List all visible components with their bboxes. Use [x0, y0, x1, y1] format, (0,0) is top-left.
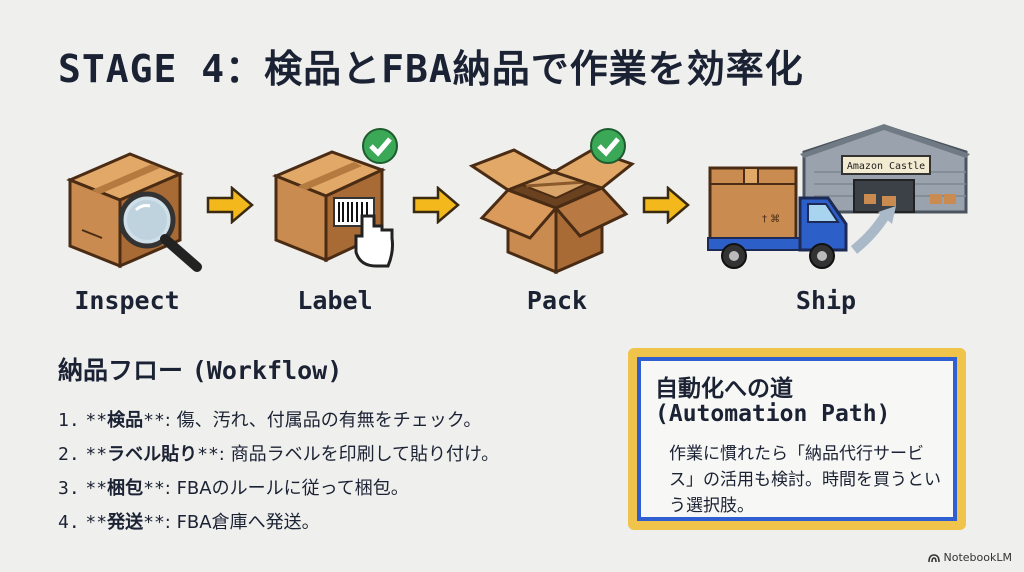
- list-item: 2. **ラベル貼り**: 商品ラベルを印刷して貼り付け。: [58, 438, 499, 472]
- item-bold: 梱包: [107, 478, 144, 499]
- markdown-stars: **: [85, 478, 108, 499]
- automation-callout-inner: 自動化への道 (Automation Path) 作業に慣れたら「納品代行サービ…: [637, 357, 957, 521]
- step-label-pack: Pack: [526, 286, 588, 315]
- markdown-stars: **: [143, 512, 165, 533]
- warehouse-sign: Amazon Castle: [847, 161, 925, 172]
- box-magnifier-icon: [66, 152, 202, 272]
- item-text: : 商品ラベルを印刷して貼り付け。: [218, 444, 500, 465]
- workflow-heading: 納品フロー (Workflow): [58, 351, 342, 387]
- watermark-text: NotebookLM: [943, 551, 1012, 564]
- step-label-inspect: Inspect: [74, 286, 180, 315]
- markdown-stars: **: [85, 444, 108, 465]
- automation-body: 作業に慣れたら「納品代行サービス」の活用も検討。時間を買うという選択肢。: [669, 444, 941, 516]
- markdown-stars: **: [143, 478, 165, 499]
- item-bold: 検品: [107, 410, 144, 431]
- truck-warehouse-icon: Amazon Castle † ⌘: [707, 124, 970, 269]
- item-text: : 傷、汚れ、付属品の有無をチェック。: [164, 410, 482, 431]
- markdown-stars: **: [197, 444, 219, 465]
- automation-callout: 自動化への道 (Automation Path) 作業に慣れたら「納品代行サービ…: [628, 348, 966, 530]
- workflow-heading-jp: 納品フロー: [58, 356, 184, 385]
- workflow-heading-en: (Workflow): [191, 356, 343, 385]
- box-barcode-icon: [272, 128, 398, 268]
- arrow-right-icon: [412, 186, 460, 224]
- svg-text:† ⌘: † ⌘: [762, 214, 780, 225]
- notebooklm-watermark: NotebookLM: [927, 551, 1012, 564]
- step-label-ship: Ship: [795, 286, 857, 315]
- item-number: 4.: [58, 512, 80, 533]
- notebooklm-logo-icon: [927, 553, 940, 562]
- arrow-right-icon: [206, 186, 254, 224]
- step-label-label: Label: [297, 286, 373, 315]
- automation-title-jp: 自動化への道: [655, 376, 793, 402]
- workflow-list: 1. **検品**: 傷、汚れ、付属品の有無をチェック。 2. **ラベル貼り*…: [58, 404, 499, 540]
- markdown-stars: **: [143, 410, 165, 431]
- slide-title: STAGE 4：検品とFBA納品で作業を効率化: [58, 47, 804, 91]
- item-number: 1.: [58, 410, 80, 431]
- list-item: 3. **梱包**: FBAのルールに従って梱包。: [58, 472, 499, 506]
- item-bold: ラベル貼り: [107, 444, 198, 465]
- arrow-right-icon: [642, 186, 690, 224]
- item-bold: 発送: [107, 512, 144, 533]
- item-number: 3.: [58, 478, 80, 499]
- item-number: 2.: [58, 444, 80, 465]
- list-item: 4. **発送**: FBA倉庫へ発送。: [58, 506, 499, 540]
- markdown-stars: **: [85, 512, 108, 533]
- automation-title-en: (Automation Path): [655, 401, 891, 427]
- open-box-icon: [468, 128, 636, 275]
- list-item: 1. **検品**: 傷、汚れ、付属品の有無をチェック。: [58, 404, 499, 438]
- item-text: : FBAのルールに従って梱包。: [164, 478, 409, 499]
- markdown-stars: **: [85, 410, 108, 431]
- item-text: : FBA倉庫へ発送。: [164, 512, 320, 533]
